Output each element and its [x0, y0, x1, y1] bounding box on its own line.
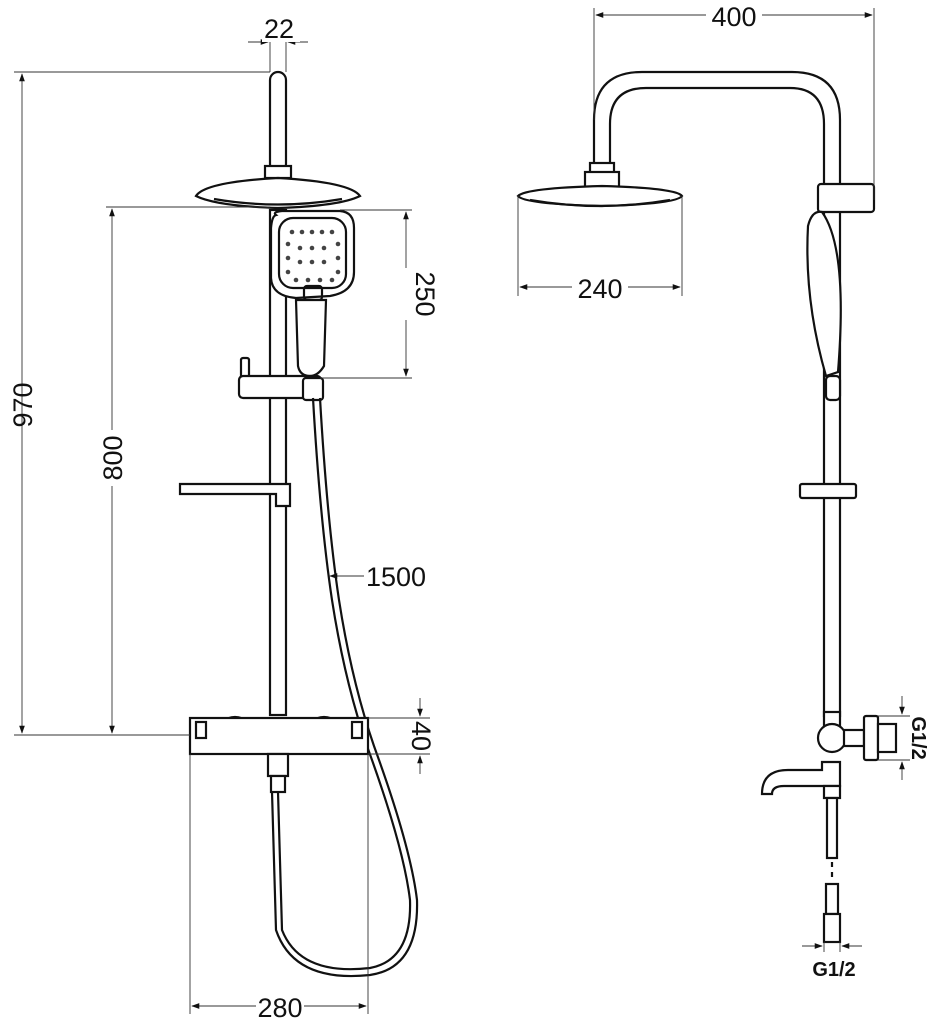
- dim-inlet-thread: G1/2: [907, 716, 929, 759]
- front-dimension-lines: [14, 35, 430, 1014]
- front-dimension-labels: 22 970 800 250 1500 40 280: [8, 14, 440, 1023]
- side-riser: [798, 182, 876, 718]
- spray-nozzles: [285, 229, 341, 283]
- shower-hose: [270, 397, 419, 978]
- shower-arm: [592, 70, 842, 188]
- side-dimension-lines: [517, 8, 910, 952]
- side-mixer: [760, 710, 898, 944]
- dim-pipe-diameter: 22: [264, 14, 294, 44]
- slider-holder: [237, 356, 325, 402]
- dim-bottom-thread: G1/2: [812, 959, 855, 981]
- side-view: 400 240 G1/2 G1/2: [516, 0, 929, 981]
- dim-head-diameter: 240: [577, 274, 622, 304]
- riser-pipe: [268, 70, 288, 717]
- side-shower-head: [516, 161, 684, 208]
- dim-projection: 400: [711, 2, 756, 32]
- thermostat-mixer: [188, 715, 370, 794]
- dim-thermostat-height: 40: [406, 721, 436, 751]
- dim-hose-length: 1500: [366, 562, 426, 592]
- soap-shelf: [178, 482, 292, 508]
- dim-total-height: 970: [8, 382, 38, 427]
- front-view: 22 970 800 250 1500 40 280: [8, 14, 440, 1023]
- overhead-shower-head: [194, 164, 362, 210]
- dim-thermostat-width: 280: [257, 993, 302, 1023]
- side-dimension-labels: 400 240 G1/2 G1/2: [572, 0, 929, 981]
- dim-handshower-length: 250: [410, 271, 440, 316]
- hand-shower: [269, 209, 356, 378]
- dim-bar-height: 800: [98, 435, 128, 480]
